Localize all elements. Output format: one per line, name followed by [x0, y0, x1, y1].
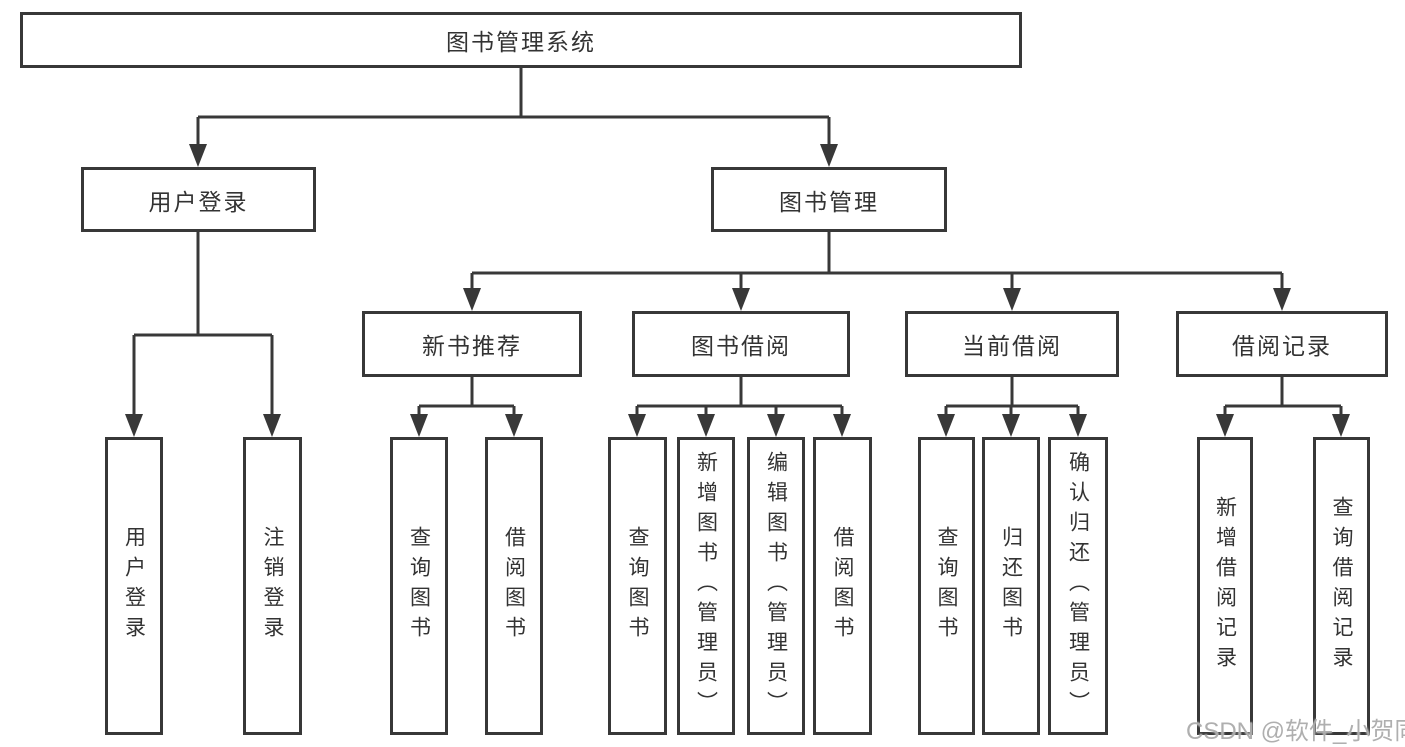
leaf-borrow-borrow-books: 借阅图书 [813, 437, 872, 735]
leaf-borrow-add-books: 新增图书（管理员） [677, 437, 735, 735]
node-label: 图书管理系统 [446, 29, 596, 55]
node-label: 图书借阅 [691, 333, 791, 359]
leaf-current-query-books: 查询图书 [918, 437, 975, 735]
csdn-watermark: CSDN @软件_小贺同学 [1186, 718, 1405, 745]
node-book-management: 图书管理 [711, 167, 947, 232]
leaf-label: 确认归还（管理员） [1066, 451, 1090, 721]
leaf-label: 新增图书（管理员） [694, 451, 718, 721]
leaf-borrow-edit-books: 编辑图书（管理员） [747, 437, 805, 735]
node-new-book-recommend: 新书推荐 [362, 311, 582, 377]
node-borrow-records: 借阅记录 [1176, 311, 1388, 377]
node-user-login: 用户登录 [81, 167, 316, 232]
leaf-label: 查询图书 [407, 526, 431, 646]
leaf-label: 新增借阅记录 [1213, 496, 1237, 676]
leaf-records-query-record: 查询借阅记录 [1313, 437, 1370, 735]
leaf-records-add-record: 新增借阅记录 [1197, 437, 1253, 735]
leaf-label: 用户登录 [122, 526, 146, 646]
leaf-label: 查询借阅记录 [1330, 496, 1353, 676]
node-label: 图书管理 [779, 188, 879, 215]
leaf-user-login: 用户登录 [105, 437, 163, 735]
node-root-system: 图书管理系统 [20, 12, 1022, 68]
leaf-label: 编辑图书（管理员） [764, 451, 788, 721]
leaf-current-return-books: 归还图书 [982, 437, 1040, 735]
node-book-borrow: 图书借阅 [632, 311, 850, 377]
node-label: 借阅记录 [1232, 333, 1332, 359]
leaf-label: 借阅图书 [502, 526, 526, 646]
leaf-current-confirm-return: 确认归还（管理员） [1048, 437, 1108, 735]
node-current-borrow: 当前借阅 [905, 311, 1119, 377]
leaf-borrow-query-books: 查询图书 [608, 437, 667, 735]
leaf-label: 注销登录 [261, 526, 284, 646]
leaf-logout: 注销登录 [243, 437, 302, 735]
node-label: 新书推荐 [422, 333, 522, 359]
node-label: 当前借阅 [962, 333, 1062, 359]
leaf-label: 借阅图书 [831, 526, 854, 646]
leaf-recommend-query-books: 查询图书 [390, 437, 448, 735]
leaf-recommend-borrow-books: 借阅图书 [485, 437, 543, 735]
leaf-label: 归还图书 [999, 526, 1023, 646]
node-label: 用户登录 [148, 188, 249, 215]
leaf-label: 查询图书 [626, 526, 649, 646]
leaf-label: 查询图书 [935, 526, 958, 646]
